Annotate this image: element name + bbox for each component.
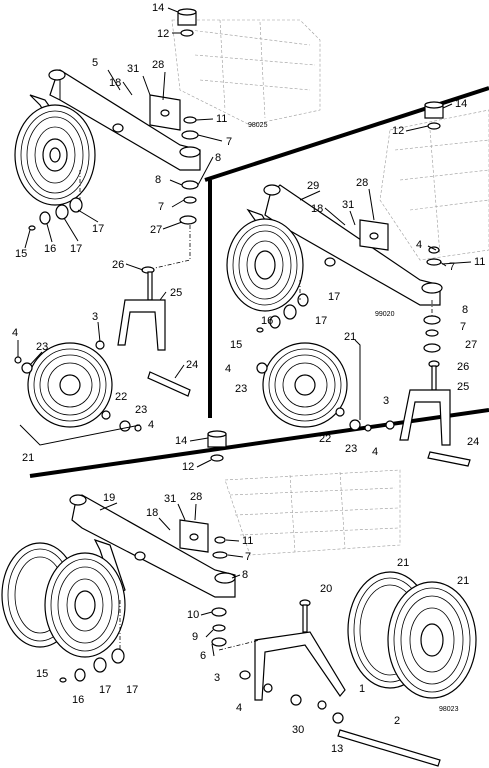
callout: 17 [70,243,82,255]
callout: 17 [99,684,111,696]
callout: 12 [157,28,169,40]
callout: 7 [460,321,466,333]
callout: 6 [200,650,206,662]
callout: 15 [36,668,48,680]
callout: 27 [465,339,477,351]
wheel-right-upper [226,218,304,312]
callout: 21 [457,575,469,587]
callout: 28 [190,491,202,503]
callout: 11 [216,113,227,125]
figure-code-top-left: 98025 [248,122,268,129]
assembly-top-left [14,8,201,446]
callout: 31 [342,199,354,211]
callout: 12 [392,125,404,137]
callout: 23 [235,383,247,395]
callout: 17 [92,223,104,235]
yoke-arm-5 [49,69,201,171]
callout: 8 [462,304,468,316]
callout: 7 [158,201,164,213]
yoke-arm-29 [264,184,441,306]
assembly-bottom [1,430,477,767]
callout: 23 [345,443,357,455]
callout: 16 [72,694,84,706]
callout: 22 [115,391,127,403]
callout: 29 [307,180,319,192]
callout: 26 [457,361,469,373]
wheel-top-left-lower [27,342,113,428]
figure-code-right: 99020 [375,311,395,318]
callout: 5 [92,57,98,69]
callout: 4 [225,363,231,375]
callout: 3 [92,311,98,323]
callout: 8 [215,152,221,164]
callout: 25 [457,381,469,393]
callout: 11 [242,535,253,547]
callout: 4 [372,446,378,458]
callout: 16 [261,315,273,327]
callout: 18 [311,203,323,215]
wheel-bottom-left-inner [44,552,126,658]
callout: 1 [359,683,365,695]
callout: 8 [242,569,248,581]
callout: 21 [22,452,34,464]
callouts-right: 14 12 29 28 18 31 4 7 11 17 16 17 8 15 7… [225,98,485,458]
callout: 20 [320,583,332,595]
callout: 14 [152,2,164,14]
callouts-bottom: 14 12 19 31 28 18 11 7 8 10 9 6 20 21 21… [36,435,469,755]
wheel-bottom-right-front [387,581,477,699]
leader-lines [17,7,472,657]
callout: 26 [112,259,124,271]
callout: 17 [328,291,340,303]
callout: 24 [186,359,198,371]
callout: 4 [416,239,422,251]
callout: 14 [175,435,187,447]
callout: 24 [467,436,479,448]
callout: 19 [103,492,115,504]
callout: 3 [383,395,389,407]
yoke-arm-19 [71,494,236,598]
callout: 17 [126,684,138,696]
callout: 4 [236,702,242,714]
callout: 31 [127,63,139,75]
callout: 27 [150,224,162,236]
callout: 4 [148,419,154,431]
callout: 30 [292,724,304,736]
wheel-right-lower [262,342,348,428]
callout: 8 [155,174,161,186]
callout: 2 [394,715,400,727]
callout: 15 [230,339,242,351]
callout: 28 [356,177,368,189]
ghost-chassis [171,19,489,556]
callout: 28 [152,59,164,71]
callout: 14 [455,98,467,110]
callout: 17 [315,315,327,327]
callout: 7 [226,136,232,148]
assembly-right [226,101,471,467]
callout: 13 [331,743,343,755]
callout: 7 [449,261,455,273]
callout: 31 [164,493,176,505]
callout: 18 [109,77,121,89]
callout: 18 [146,507,158,519]
callout: 23 [36,341,48,353]
callout: 22 [319,433,331,445]
callout: 15 [15,248,27,260]
wheel-top-left-upper [14,104,96,206]
callout: 9 [192,631,198,643]
callouts-top-left: 14 12 5 31 18 28 11 7 8 8 7 27 15 16 17 … [12,2,268,464]
callout: 23 [135,404,147,416]
callout: 7 [245,551,251,563]
callout: 21 [397,557,409,569]
figure-code-bottom: 98023 [439,706,459,713]
callout: 12 [182,461,194,473]
callout: 21 [344,331,356,343]
callout: 3 [214,672,220,684]
callout: 4 [12,327,18,339]
callout: 16 [44,243,56,255]
callout: 25 [170,287,182,299]
callout: 11 [474,256,485,268]
callout: 10 [187,609,199,621]
